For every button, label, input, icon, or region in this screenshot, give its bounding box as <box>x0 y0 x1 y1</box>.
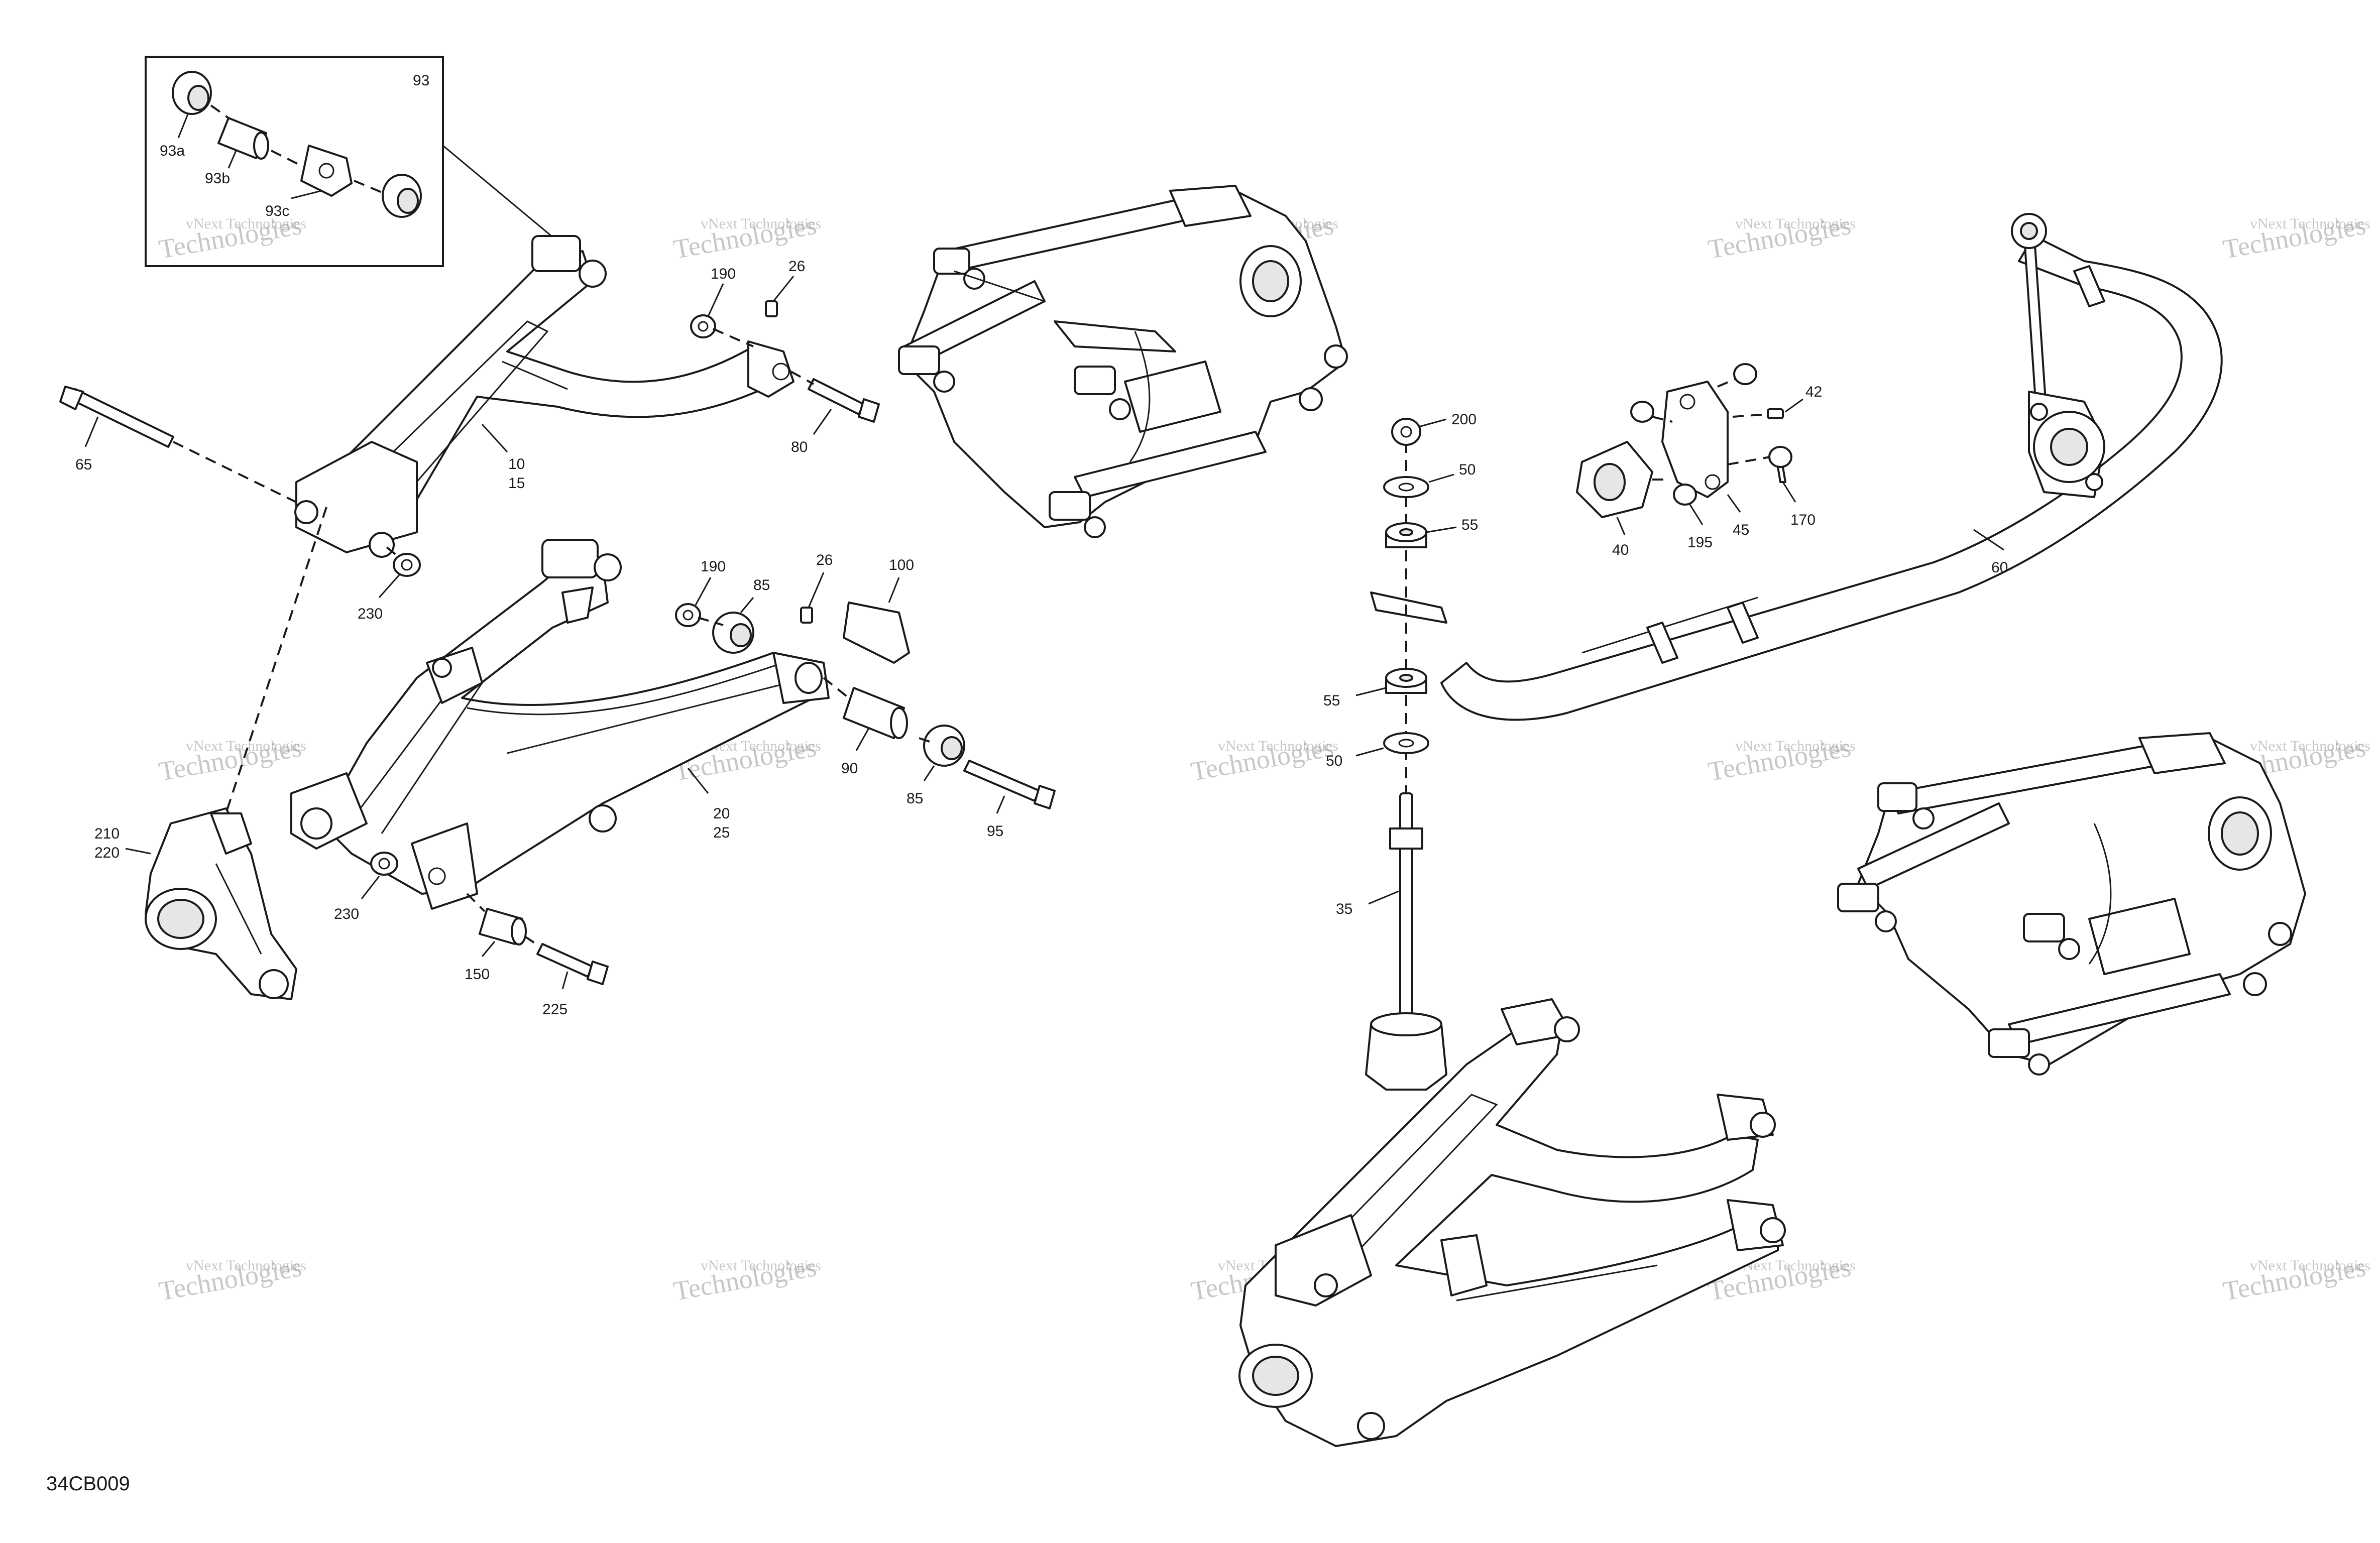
nut-190-lower <box>675 603 701 627</box>
svg-text:vNext Technologies: vNext Technologies <box>1735 738 1856 754</box>
bolt-upper-clamp <box>1733 363 1757 385</box>
watermark: vNext Technologies Technologies <box>157 1252 306 1307</box>
mount-stack <box>1365 418 1447 1091</box>
bushing-85-upper <box>712 612 754 654</box>
callout-93a: 93a <box>160 143 185 159</box>
washer-50-lower <box>1383 732 1429 754</box>
watermark: vNext Technologies Technologies <box>2221 210 2370 265</box>
sleeve-150 <box>479 908 527 945</box>
sleeve-90 <box>843 687 908 739</box>
callout-210: 210 <box>94 825 120 842</box>
nut-195 <box>1673 484 1697 506</box>
svg-text:vNext Technologies: vNext Technologies <box>701 215 821 232</box>
nut-230-upper <box>393 553 421 577</box>
svg-text:vNext Technologies: vNext Technologies <box>1218 738 1338 754</box>
bolt-225 <box>536 943 609 985</box>
callout-230: 230 <box>358 606 383 622</box>
svg-text:vNext Technologies: vNext Technologies <box>2250 1257 2370 1274</box>
bolt-80 <box>808 378 880 423</box>
knuckle <box>145 807 297 1000</box>
rod-35 <box>1365 792 1447 1091</box>
washer-50-upper <box>1383 476 1429 498</box>
bushing-55-lower <box>1385 668 1427 694</box>
callout-190: 190 <box>711 266 736 282</box>
bushing-40 <box>1576 441 1653 518</box>
flange-bushing <box>382 174 422 218</box>
callout-55: 55 <box>1461 517 1478 533</box>
watermark: vNext Technologies Technologies <box>1706 732 1856 787</box>
callout-200: 200 <box>1451 411 1477 428</box>
callout-80: 80 <box>791 439 808 455</box>
callout-55-lower: 55 <box>1323 692 1340 709</box>
callout-50-lower: 50 <box>1326 753 1342 769</box>
callout-15: 15 <box>508 475 525 492</box>
flange-bushing-93a <box>172 71 212 115</box>
callout-100: 100 <box>889 557 914 573</box>
nut-upper-clamp <box>1630 401 1654 423</box>
callout-225: 225 <box>542 1001 568 1018</box>
callout-220: 220 <box>94 845 120 861</box>
callout-40: 40 <box>1612 542 1629 558</box>
callout-95: 95 <box>987 823 1003 840</box>
grease-fitting-26-upper <box>765 300 778 317</box>
watermark: vNext Technologies Technologies <box>671 1252 821 1307</box>
svg-text:vNext Technologies: vNext Technologies <box>701 1257 821 1274</box>
callout-230-lower: 230 <box>334 906 359 922</box>
callout-93b: 93b <box>205 170 230 187</box>
watermark: vNext Technologies Technologies <box>2221 1252 2370 1307</box>
callout-150: 150 <box>465 966 490 983</box>
callout-90: 90 <box>841 760 858 777</box>
bolt-170 <box>1768 446 1792 483</box>
bushing-55-upper <box>1385 522 1427 548</box>
callout-10: 10 <box>508 456 525 472</box>
suspension-assembly-right <box>1837 732 2306 1076</box>
bushing-kit-inset: 93 93a 93b 93c <box>145 56 558 267</box>
svg-text:vNext Technologies: vNext Technologies <box>1735 215 1856 232</box>
fitting-42 <box>1767 408 1784 419</box>
bolt-95 <box>963 760 1056 809</box>
nut-230-lower <box>370 852 398 876</box>
bolt-65 <box>59 386 174 448</box>
suspension-assembly-top <box>898 185 1348 538</box>
lower-a-arm <box>290 539 830 910</box>
watermark: vNext Technologies Technologies <box>157 732 306 787</box>
callout-26-lower: 26 <box>816 552 833 568</box>
svg-text:vNext Technologies: vNext Technologies <box>2250 738 2370 754</box>
callout-35: 35 <box>1336 901 1352 917</box>
suspension-assembly-bottom <box>1238 998 1786 1447</box>
grease-fitting-26-lower <box>800 607 813 624</box>
bracket-100 <box>843 602 910 664</box>
clamp-45 <box>1661 381 1729 498</box>
callout-195: 195 <box>1687 534 1713 551</box>
upper-a-arm <box>294 235 795 558</box>
callout-45: 45 <box>1733 522 1749 538</box>
callout-25: 25 <box>713 824 730 841</box>
sleeve-93b <box>217 117 269 160</box>
callout-170: 170 <box>1790 512 1816 528</box>
callout-60: 60 <box>1991 559 2008 576</box>
callout-50: 50 <box>1459 461 1476 478</box>
bushing-85-lower <box>923 725 965 767</box>
callout-42: 42 <box>1805 384 1822 400</box>
callout-85-lower: 85 <box>906 790 923 807</box>
callout-93c: 93c <box>265 203 289 219</box>
stabilizer-bar <box>1370 213 2223 721</box>
watermark: vNext Technologies Technologies <box>1189 732 1338 787</box>
svg-text:vNext Technologies: vNext Technologies <box>186 1257 306 1274</box>
callout-20: 20 <box>713 805 730 822</box>
callout-26: 26 <box>788 258 805 275</box>
diagram-reference-code: 34CB009 <box>46 1473 130 1495</box>
callout-190-lower: 190 <box>701 558 726 575</box>
callout-65: 65 <box>75 456 92 473</box>
bracket-93c <box>300 145 353 197</box>
callout-85: 85 <box>753 577 770 594</box>
watermark: vNext Technologies Technologies <box>1706 210 1856 265</box>
svg-text:vNext Technologies: vNext Technologies <box>2250 215 2370 232</box>
svg-text:vNext Technologies: vNext Technologies <box>186 215 306 232</box>
callout-93: 93 <box>413 72 429 89</box>
watermark: vNext Technologies Technologies <box>671 210 821 265</box>
nut-200 <box>1391 418 1421 446</box>
nut-190-upper <box>690 314 716 338</box>
